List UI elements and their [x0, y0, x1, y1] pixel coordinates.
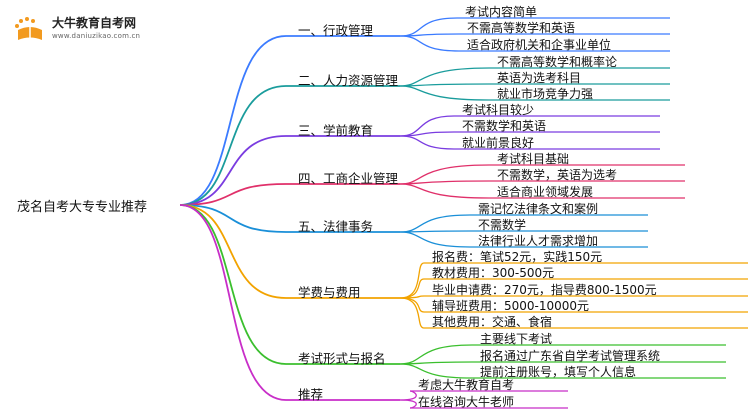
leaf-topic: 不需数学，英语为选考	[497, 168, 618, 182]
leaf-connector	[399, 180, 490, 185]
logo-url: www.daniuzikao.com.cn	[52, 32, 141, 40]
leaf-topic: 教材费用：300-500元	[432, 266, 555, 280]
branch-topic: 推荐	[298, 387, 324, 402]
leaf-topic: 适合商业领域发展	[497, 185, 594, 199]
leaf-connector	[399, 17, 458, 37]
leaf-connector	[399, 35, 460, 52]
leaf-topic: 英语为选考科目	[497, 71, 582, 85]
leaf-topic: 考试科目基础	[497, 152, 570, 166]
leaf-topic: 主要线下考试	[480, 332, 553, 346]
leaf-topic: 毕业申请费：270元，指导费800-1500元	[432, 283, 657, 297]
leaf-topic: 在线咨询大牛老师	[418, 395, 515, 409]
leaf-topic: 考试科目较少	[462, 103, 535, 117]
logo-title: 大牛教育自考网	[52, 16, 137, 30]
leaf-connector	[399, 363, 473, 379]
leaf-connector	[399, 399, 417, 409]
leaf-connector	[399, 135, 455, 150]
leaf-topic: 不需高等数学和英语	[467, 21, 576, 35]
root-connector	[179, 85, 287, 206]
root-connector	[179, 204, 287, 401]
leaf-topic: 适合政府机关和企事业单位	[467, 38, 612, 52]
root-connector	[179, 35, 287, 206]
branch-topic: 三、学前教育	[298, 123, 374, 138]
root-connector	[179, 204, 287, 365]
root-connector	[179, 204, 287, 233]
root-topic: 茂名自考大专专业推荐	[17, 200, 148, 215]
leaf-topic: 报名通过广东省自学考试管理系统	[480, 349, 661, 363]
root-connector	[179, 183, 287, 206]
leaf-topic: 就业市场竞争力强	[497, 87, 594, 101]
leaf-topic: 报名费：笔试52元，实践150元	[432, 250, 603, 264]
leaf-connector	[399, 83, 490, 87]
leaf-connector	[399, 231, 471, 248]
leaf-connector	[399, 278, 425, 299]
leaf-connector	[399, 131, 455, 137]
root-connector	[179, 204, 287, 299]
root-connector	[179, 135, 287, 206]
leaf-connector	[399, 390, 417, 401]
leaf-topic: 考虑大牛教育自考	[418, 378, 515, 392]
leaf-connector	[399, 214, 471, 233]
leaf-topic: 考试内容简单	[465, 5, 538, 19]
leaf-topic: 提前注册账号，填写个人信息	[480, 365, 637, 379]
branch-topic: 学费与费用	[298, 285, 361, 300]
leaf-connector	[399, 297, 425, 329]
leaf-topic: 其他费用：交通、食宿	[432, 315, 553, 329]
leaf-connector	[399, 344, 473, 365]
branch-topic: 考试形式与报名	[298, 351, 386, 366]
leaf-connector	[399, 85, 490, 101]
logo-icon	[12, 16, 48, 44]
leaf-topic: 不需数学和英语	[462, 119, 547, 133]
leaf-topic: 不需数学	[478, 218, 527, 232]
branch-topic: 二、人力资源管理	[298, 73, 399, 88]
leaf-topic: 需记忆法律条文和案例	[478, 202, 599, 216]
branch-topic: 四、工商企业管理	[298, 171, 399, 186]
leaf-connector	[399, 67, 490, 87]
leaf-topic: 法律行业人才需求增加	[478, 234, 599, 248]
leaf-connector	[399, 297, 425, 313]
branch-topic: 一、行政管理	[298, 23, 374, 38]
leaf-topic: 就业前景良好	[462, 136, 535, 150]
leaf-connector	[399, 183, 490, 199]
leaf-topic: 不需高等数学和概率论	[497, 55, 618, 69]
branch-topic: 五、法律事务	[298, 219, 374, 234]
leaf-topic: 辅导班费用：5000-10000元	[432, 299, 590, 313]
